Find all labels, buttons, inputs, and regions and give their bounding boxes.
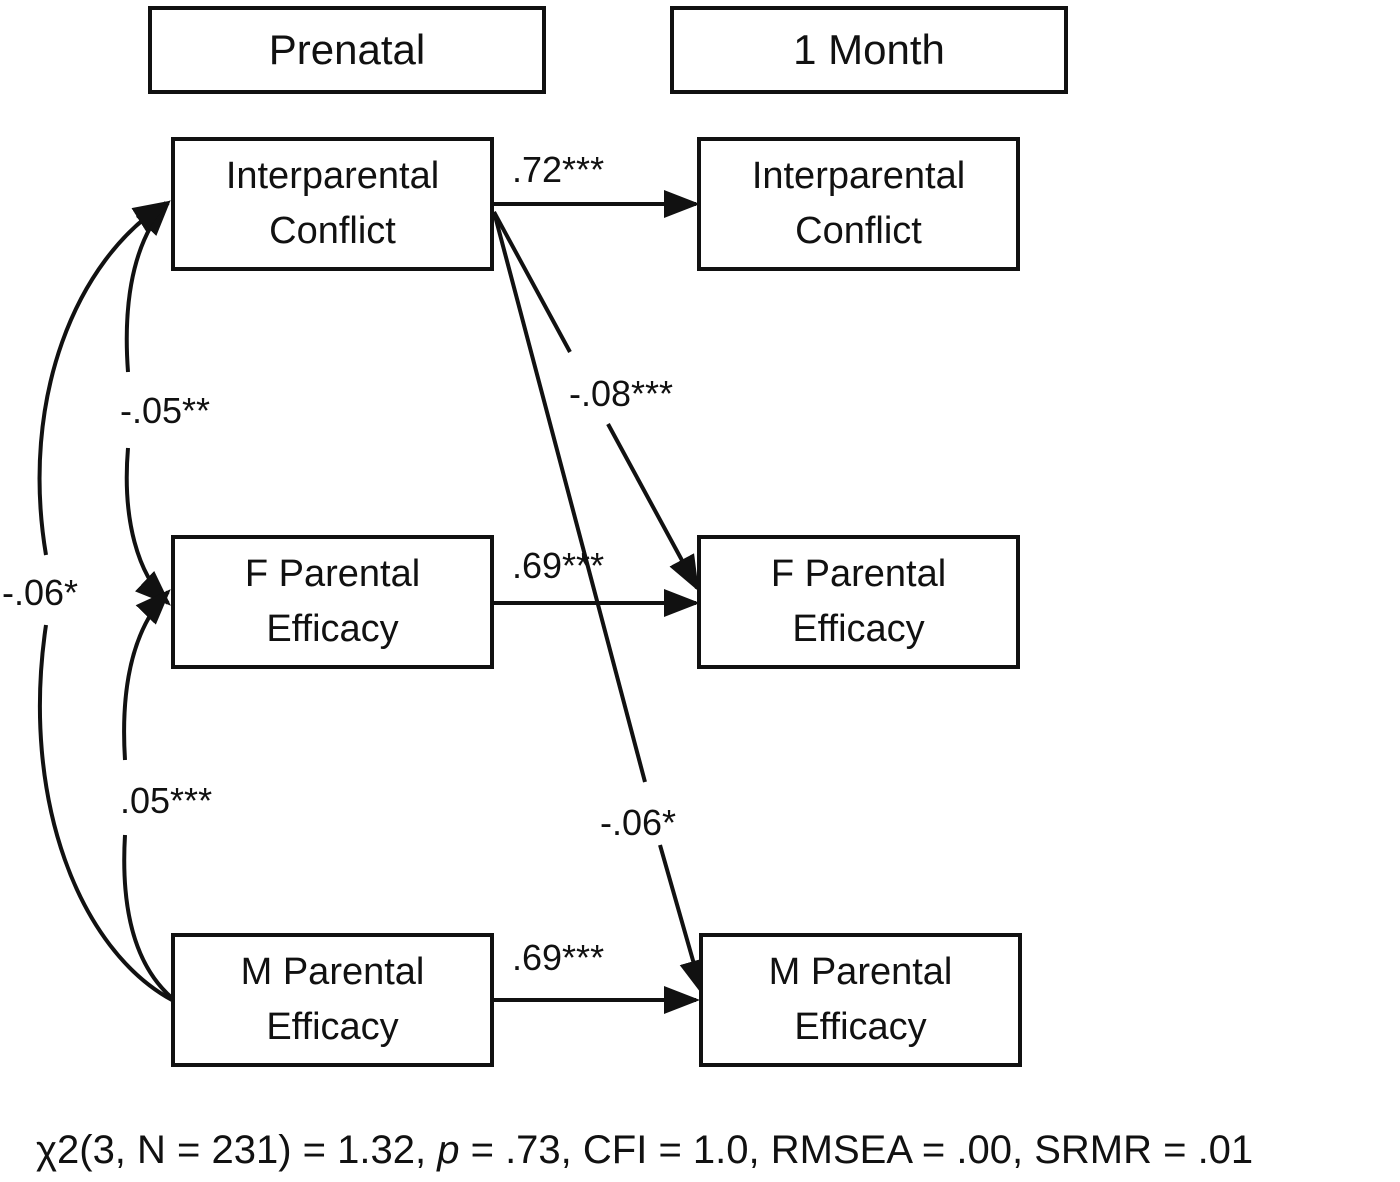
node-1-month-interparental-conflict: Interparental Conflict — [697, 137, 1020, 271]
arrow-conflict-to-m-part2 — [658, 844, 707, 996]
coef-f-stability: .69*** — [512, 545, 605, 586]
cov-curve-conflict-m-upper — [37, 200, 170, 556]
node-label-line-1: M Parental — [768, 951, 953, 993]
fit-p-symbol: p — [437, 1128, 460, 1172]
node-label-line-2: Efficacy — [266, 608, 399, 650]
model-fit-statistics: χ2(3, N = 231) = 1.32, p = .73, CFI = 1.… — [36, 1130, 1253, 1170]
arrow-conflict-to-f-part2 — [606, 423, 699, 592]
node-label-line-2: Efficacy — [794, 1006, 927, 1048]
header-1-month: 1 Month — [670, 6, 1068, 94]
node-label-line-2: Conflict — [795, 210, 922, 252]
node-label-line-2: Efficacy — [266, 1006, 399, 1048]
header-prenatal: Prenatal — [148, 6, 546, 94]
cov-curve-f-m-lower — [122, 834, 174, 1000]
coef-conflict-to-m: -.06* — [600, 802, 677, 843]
node-1-month-m-parental-efficacy: M Parental Efficacy — [699, 933, 1022, 1067]
node-prenatal-interparental-conflict: Interparental Conflict — [171, 137, 494, 271]
fit-prefix: χ2(3, N = 231) = 1.32, — [36, 1128, 438, 1172]
node-label-line-1: F Parental — [770, 553, 947, 595]
cov-curve-conflict-f-lower — [124, 447, 171, 606]
node-label-line-1: Interparental — [751, 155, 966, 197]
coef-m-stability: .69*** — [512, 937, 605, 978]
node-label-line-1: M Parental — [240, 951, 425, 993]
coef-cov-conflict-f: -.05** — [120, 390, 211, 431]
header-prenatal-label: Prenatal — [268, 26, 426, 73]
coef-cov-conflict-m: -.06* — [2, 572, 79, 613]
arrow-conflict-to-f-part1 — [492, 211, 572, 353]
cov-curve-conflict-m-lower — [38, 624, 173, 1002]
node-prenatal-m-parental-efficacy: M Parental Efficacy — [171, 933, 494, 1067]
node-label-line-1: F Parental — [244, 553, 421, 595]
node-label-line-2: Conflict — [269, 210, 396, 252]
coef-conflict-stability: .72*** — [512, 149, 605, 190]
header-1-month-label: 1 Month — [793, 26, 945, 73]
node-1-month-f-parental-efficacy: F Parental Efficacy — [697, 535, 1020, 669]
arrow-conflict-to-m-part1 — [492, 211, 647, 783]
fit-suffix: = .73, CFI = 1.0, RMSEA = .00, SRMR = .0… — [459, 1128, 1254, 1172]
cov-curve-f-m-upper — [122, 589, 171, 761]
node-label-line-1: Interparental — [225, 155, 440, 197]
coef-cov-f-m: .05*** — [120, 780, 213, 821]
node-prenatal-f-parental-efficacy: F Parental Efficacy — [171, 535, 494, 669]
coef-conflict-to-f: -.08*** — [569, 373, 674, 414]
node-label-line-2: Efficacy — [792, 608, 925, 650]
